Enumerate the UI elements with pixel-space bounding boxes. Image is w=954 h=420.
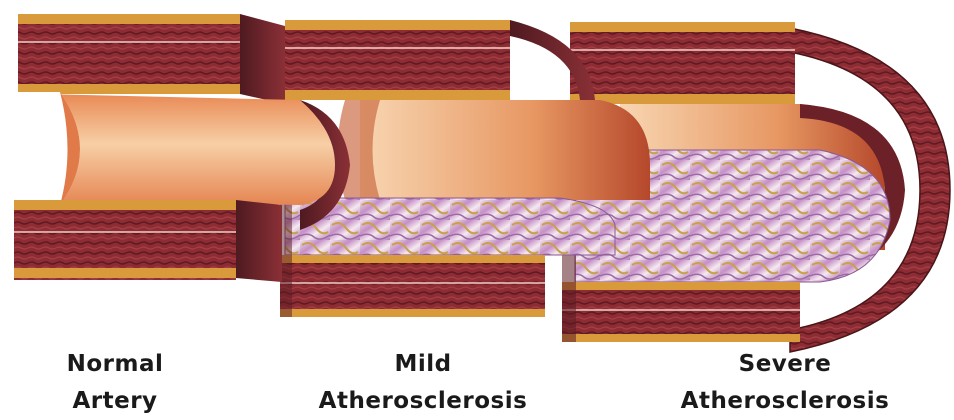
severe-top-wall <box>570 22 795 104</box>
severe-bottom-wall <box>562 282 800 342</box>
label-mild-line2: Atherosclerosis <box>258 383 588 420</box>
mild-bottom-wall <box>280 255 545 317</box>
label-severe-line2: Atherosclerosis <box>620 383 950 420</box>
label-normal-artery: Normal Artery <box>20 346 210 420</box>
normal-lumen <box>40 94 335 205</box>
label-mild-atherosclerosis: Mild Atherosclerosis <box>258 346 588 420</box>
mild-top-wall <box>285 20 510 100</box>
label-normal-line2: Artery <box>20 383 210 420</box>
label-mild-line1: Mild <box>258 346 588 383</box>
mild-lumen <box>360 100 650 200</box>
label-severe-atherosclerosis: Severe Atherosclerosis <box>620 346 950 420</box>
label-normal-line1: Normal <box>20 346 210 383</box>
label-severe-line1: Severe <box>620 346 950 383</box>
normal-top-wall <box>18 14 240 94</box>
